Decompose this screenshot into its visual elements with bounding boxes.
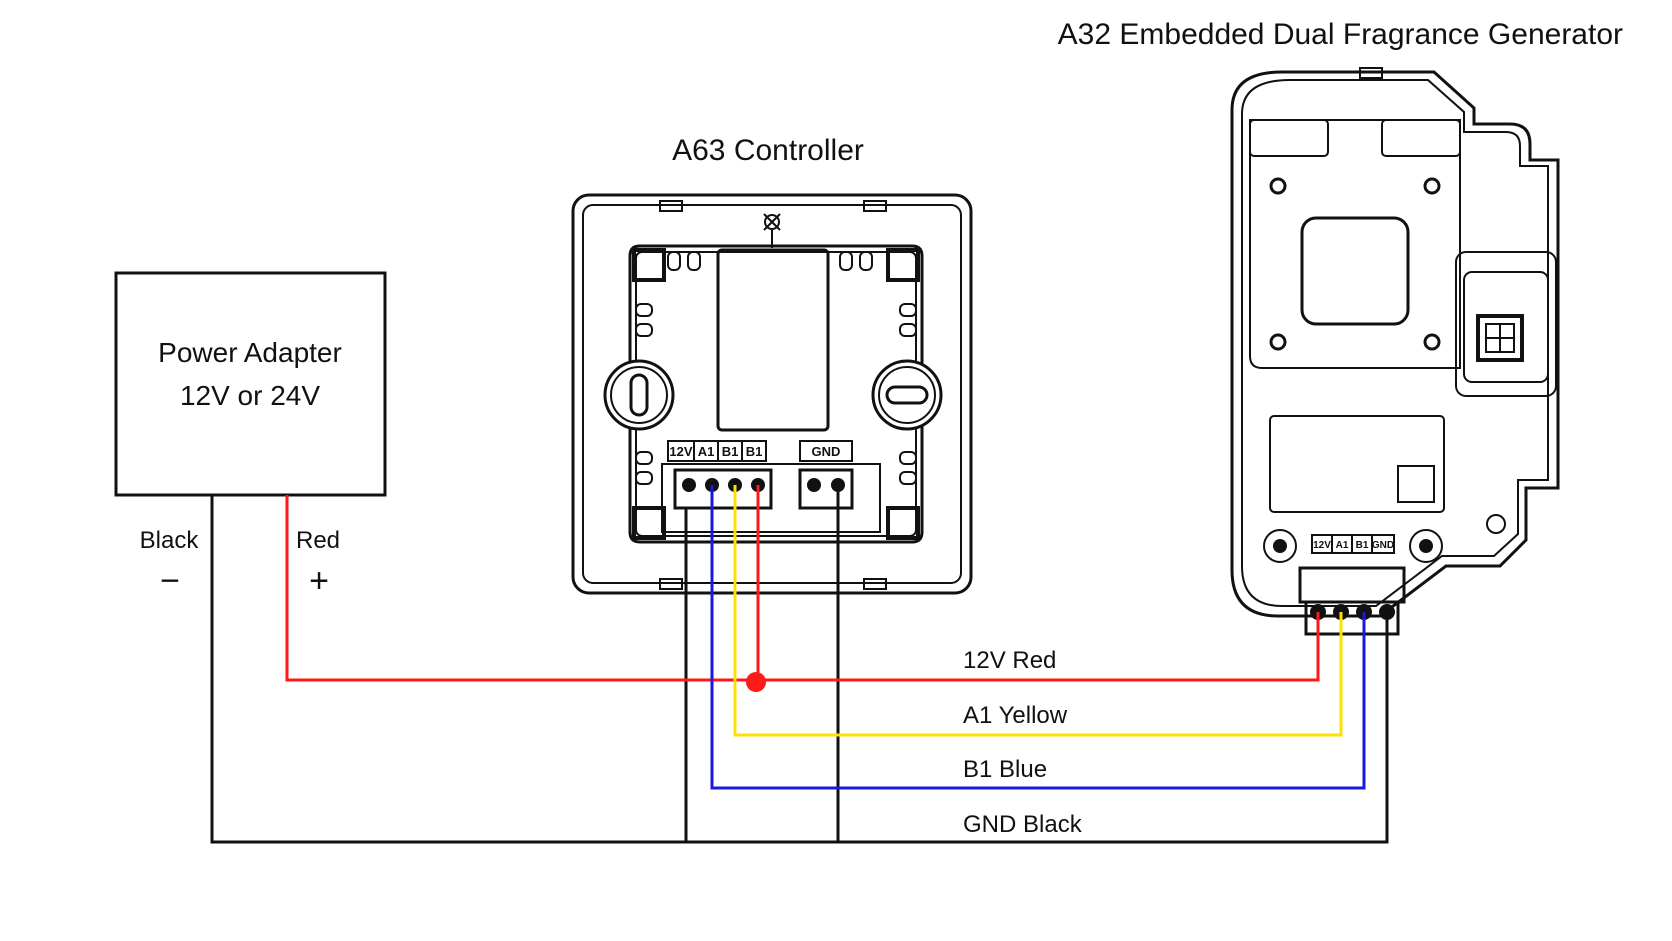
svg-text:B1: B1 bbox=[722, 444, 739, 459]
controller-terminal-labels: 12V A1 B1 B1 GND bbox=[667, 440, 853, 462]
wire-label-black: GND Black bbox=[963, 811, 1083, 838]
wire-yellow bbox=[733, 485, 1343, 737]
mounting-hole-right bbox=[871, 359, 943, 431]
controller-terminal-gnd-1 bbox=[807, 478, 821, 492]
svg-text:B1: B1 bbox=[746, 444, 763, 459]
controller-title: A63 Controller bbox=[672, 134, 864, 167]
wire-label-red: 12V Red bbox=[963, 647, 1056, 674]
wires bbox=[210, 485, 1389, 844]
svg-text:GND: GND bbox=[812, 444, 841, 459]
positive-wire-label: Red bbox=[296, 527, 340, 554]
button-icon bbox=[1476, 314, 1524, 362]
mounting-hole-left bbox=[603, 359, 675, 431]
wire-label-yellow: A1 Yellow bbox=[963, 702, 1068, 729]
wire-black bbox=[210, 495, 1389, 844]
generator-terminal-labels: 12V A1 B1 GND bbox=[1311, 534, 1395, 554]
controller-terminal-12v bbox=[682, 478, 696, 492]
wire-red bbox=[285, 495, 1320, 682]
positive-sign: + bbox=[309, 562, 329, 600]
svg-text:12V: 12V bbox=[1313, 540, 1331, 551]
a32-generator: 12V A1 B1 GND bbox=[1230, 67, 1560, 636]
svg-text:A1: A1 bbox=[1336, 540, 1349, 551]
svg-text:GND: GND bbox=[1372, 540, 1394, 551]
negative-sign: − bbox=[160, 562, 180, 600]
generator-title: A32 Embedded Dual Fragrance Generator bbox=[1058, 18, 1623, 51]
red-junction bbox=[746, 672, 766, 692]
wire-label-blue: B1 Blue bbox=[963, 756, 1047, 783]
wire-blue bbox=[710, 485, 1366, 790]
svg-text:A1: A1 bbox=[698, 444, 715, 459]
adapter-title: Power Adapter bbox=[158, 337, 342, 368]
svg-text:B1: B1 bbox=[1356, 540, 1369, 551]
a63-controller: 12V A1 B1 B1 GND bbox=[571, 193, 973, 595]
negative-wire-label: Black bbox=[140, 527, 200, 554]
adapter-voltage: 12V or 24V bbox=[180, 380, 320, 411]
power-adapter: Power Adapter 12V or 24V bbox=[114, 271, 387, 497]
svg-text:12V: 12V bbox=[669, 444, 692, 459]
screw-icon bbox=[763, 213, 781, 248]
